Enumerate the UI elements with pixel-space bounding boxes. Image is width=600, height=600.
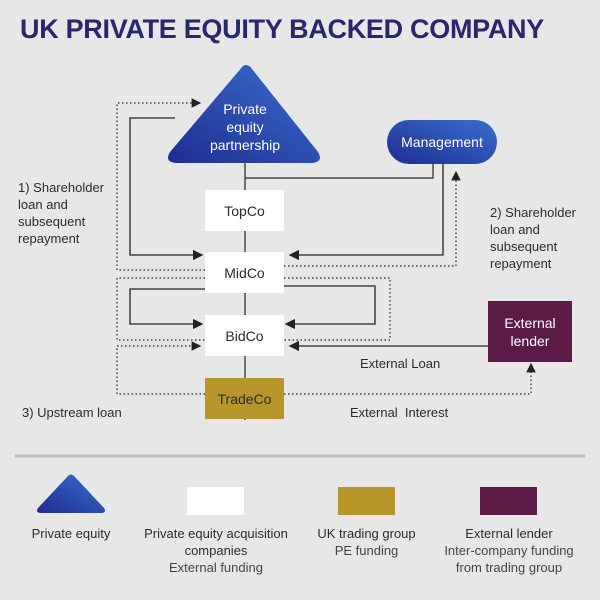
legend-pe-text: Private equity [31,526,111,541]
shareholder-loan-right-solid [288,164,444,261]
legend-lender-label: External lender Inter-company funding fr… [436,525,582,576]
legend-acq-text: Private equity acquisition companies [144,526,288,558]
topco-label: TopCo [224,203,265,219]
management-label: Management [401,134,483,150]
shareholder-loan-left-note: 1) Shareholder loan and subsequent repay… [18,180,104,246]
upstream-loan-line [116,341,205,395]
external-lender-label: External lender [504,315,556,349]
external-loan-note: External Loan [360,356,441,371]
legend-acq-swatch [187,487,244,515]
midco-node [205,252,284,293]
midco-bidco-solid-left [129,288,205,330]
legend-lender-sub: Inter-company funding from trading group [444,543,574,575]
pe-partnership-node [168,65,320,163]
management-node [387,120,497,164]
external-lender-node [488,301,572,362]
legend-lender-text: External lender [465,526,553,541]
management-link [245,164,434,179]
page-title: UK PRIVATE EQUITY BACKED COMPANY [20,14,544,44]
topco-node [205,190,284,231]
legend-uk-swatch [338,487,395,515]
external-interest-note: External Interest [350,405,449,420]
shareholder-loan-right-dotted [284,170,461,267]
upstream-loan-note: 3) Upstream loan [22,405,122,420]
legend-pe-label: Private equity [15,525,127,542]
bidco-node [205,315,284,356]
legend-uk-text: UK trading group [317,526,416,541]
legend-pe-swatch [37,474,105,513]
legend-uk-label: UK trading group PE funding [300,525,433,559]
shareholder-loan-right-note: 2) Shareholder loan and subsequent repay… [490,205,576,271]
midco-bidco-dotted-left [116,277,205,341]
legend-uk-sub: PE funding [334,543,399,558]
midco-bidco-dotted-right [284,277,391,341]
tradeco-label: TradeCo [217,391,272,407]
tradeco-node [205,378,284,419]
pe-partnership-label: Private equity partnership [209,101,281,153]
midco-label: MidCo [224,265,265,281]
legend-acq-label: Private equity acquisition companies Ext… [140,525,292,576]
legend-acq-sub: External funding [169,560,263,575]
shareholder-loan-left-solid [129,117,204,261]
shareholder-loan-left-dotted [116,98,205,271]
midco-bidco-solid-right [284,285,376,330]
legend-lender-swatch [480,487,537,515]
bidco-label: BidCo [225,328,264,344]
